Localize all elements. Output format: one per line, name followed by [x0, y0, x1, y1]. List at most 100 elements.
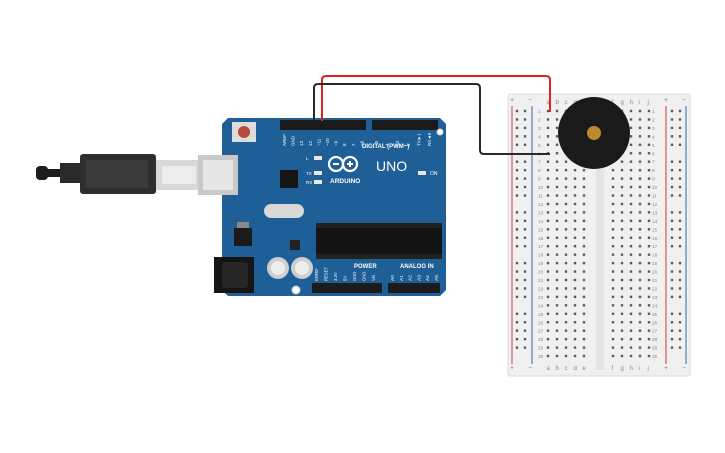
breadboard[interactable]: aabbccddeeffgghhiijj11223344556677889910…	[507, 93, 691, 377]
rail-hole[interactable]	[670, 270, 674, 273]
breadboard-hole[interactable]	[629, 329, 633, 332]
breadboard-hole[interactable]	[620, 194, 624, 197]
breadboard-hole[interactable]	[629, 321, 633, 324]
breadboard-hole[interactable]	[629, 295, 633, 299]
breadboard-hole[interactable]	[620, 211, 624, 214]
rail-hole[interactable]	[523, 168, 527, 172]
rail-hole[interactable]	[678, 219, 682, 223]
rail-hole[interactable]	[515, 118, 519, 121]
rail-hole[interactable]	[515, 194, 519, 197]
rail-hole[interactable]	[670, 219, 674, 223]
rail-hole[interactable]	[523, 219, 527, 223]
breadboard-hole[interactable]	[555, 160, 559, 163]
breadboard-hole[interactable]	[564, 160, 568, 163]
breadboard-hole[interactable]	[620, 177, 624, 180]
breadboard-hole[interactable]	[546, 354, 550, 358]
rail-hole[interactable]	[523, 126, 527, 130]
rail-hole[interactable]	[670, 236, 674, 239]
rail-hole[interactable]	[670, 261, 674, 265]
breadboard-hole[interactable]	[611, 346, 615, 349]
breadboard-hole[interactable]	[611, 287, 615, 290]
breadboard-hole[interactable]	[647, 152, 651, 155]
breadboard-hole[interactable]	[546, 194, 550, 197]
breadboard-hole[interactable]	[638, 295, 642, 299]
breadboard-hole[interactable]	[555, 295, 559, 299]
breadboard-hole[interactable]	[638, 321, 642, 324]
rail-hole[interactable]	[678, 329, 682, 332]
rail-hole[interactable]	[670, 278, 674, 282]
breadboard-hole[interactable]	[555, 202, 559, 206]
rail-hole[interactable]	[515, 321, 519, 324]
breadboard-hole[interactable]	[638, 354, 642, 358]
breadboard-hole[interactable]	[555, 278, 559, 282]
rail-hole[interactable]	[678, 287, 682, 290]
arduino-uno-board[interactable]: ARDUINO UNO DIGITAL (PWM~) POWER ANALOG …	[198, 118, 446, 296]
rail-hole[interactable]	[515, 219, 519, 223]
breadboard-hole[interactable]	[564, 236, 568, 239]
breadboard-hole[interactable]	[629, 354, 633, 358]
breadboard-hole[interactable]	[647, 253, 651, 256]
rail-hole[interactable]	[523, 177, 527, 180]
breadboard-hole[interactable]	[555, 321, 559, 324]
breadboard-hole[interactable]	[555, 245, 559, 248]
piezo-buzzer[interactable]	[558, 97, 630, 169]
breadboard-hole[interactable]	[564, 278, 568, 282]
breadboard-hole[interactable]	[647, 270, 651, 273]
rail-hole[interactable]	[523, 287, 527, 290]
breadboard-hole[interactable]	[611, 278, 615, 282]
breadboard-hole[interactable]	[638, 211, 642, 214]
breadboard-hole[interactable]	[564, 321, 568, 324]
breadboard-hole[interactable]	[582, 321, 586, 324]
rail-hole[interactable]	[670, 295, 674, 299]
breadboard-hole[interactable]	[546, 270, 550, 273]
breadboard-hole[interactable]	[582, 194, 586, 197]
rail-hole[interactable]	[678, 278, 682, 282]
rail-hole[interactable]	[670, 194, 674, 197]
breadboard-hole[interactable]	[546, 135, 550, 138]
rail-hole[interactable]	[678, 321, 682, 324]
rail-hole[interactable]	[523, 321, 527, 324]
breadboard-hole[interactable]	[620, 346, 624, 349]
breadboard-hole[interactable]	[629, 278, 633, 282]
rail-hole[interactable]	[523, 312, 527, 315]
rail-hole[interactable]	[515, 312, 519, 315]
breadboard-hole[interactable]	[573, 354, 577, 358]
breadboard-hole[interactable]	[582, 312, 586, 315]
breadboard-hole[interactable]	[620, 261, 624, 265]
breadboard-hole[interactable]	[638, 278, 642, 282]
breadboard-hole[interactable]	[629, 185, 633, 189]
rail-hole[interactable]	[678, 312, 682, 315]
breadboard-hole[interactable]	[629, 143, 633, 146]
breadboard-hole[interactable]	[555, 194, 559, 197]
breadboard-hole[interactable]	[611, 261, 615, 265]
breadboard-hole[interactable]	[629, 126, 633, 130]
breadboard-hole[interactable]	[564, 337, 568, 341]
rail-hole[interactable]	[670, 185, 674, 189]
breadboard-hole[interactable]	[546, 211, 550, 214]
breadboard-hole[interactable]	[647, 287, 651, 290]
rail-hole[interactable]	[515, 135, 519, 138]
rail-hole[interactable]	[523, 295, 527, 299]
breadboard-hole[interactable]	[546, 253, 550, 256]
breadboard-hole[interactable]	[647, 185, 651, 189]
breadboard-hole[interactable]	[555, 312, 559, 315]
breadboard-hole[interactable]	[647, 312, 651, 315]
rail-hole[interactable]	[523, 228, 527, 231]
breadboard-hole[interactable]	[620, 202, 624, 206]
breadboard-hole[interactable]	[546, 202, 550, 206]
breadboard-hole[interactable]	[564, 168, 568, 172]
breadboard-hole[interactable]	[647, 354, 651, 358]
rail-hole[interactable]	[678, 185, 682, 189]
breadboard-hole[interactable]	[629, 261, 633, 265]
breadboard-hole[interactable]	[564, 295, 568, 299]
rail-hole[interactable]	[678, 211, 682, 214]
breadboard-hole[interactable]	[564, 346, 568, 349]
breadboard-hole[interactable]	[555, 185, 559, 189]
breadboard-hole[interactable]	[573, 295, 577, 299]
breadboard-hole[interactable]	[555, 168, 559, 172]
breadboard-hole[interactable]	[564, 211, 568, 214]
breadboard-hole[interactable]	[611, 202, 615, 206]
rail-hole[interactable]	[515, 346, 519, 349]
breadboard-hole[interactable]	[564, 194, 568, 197]
rail-hole[interactable]	[678, 135, 682, 138]
